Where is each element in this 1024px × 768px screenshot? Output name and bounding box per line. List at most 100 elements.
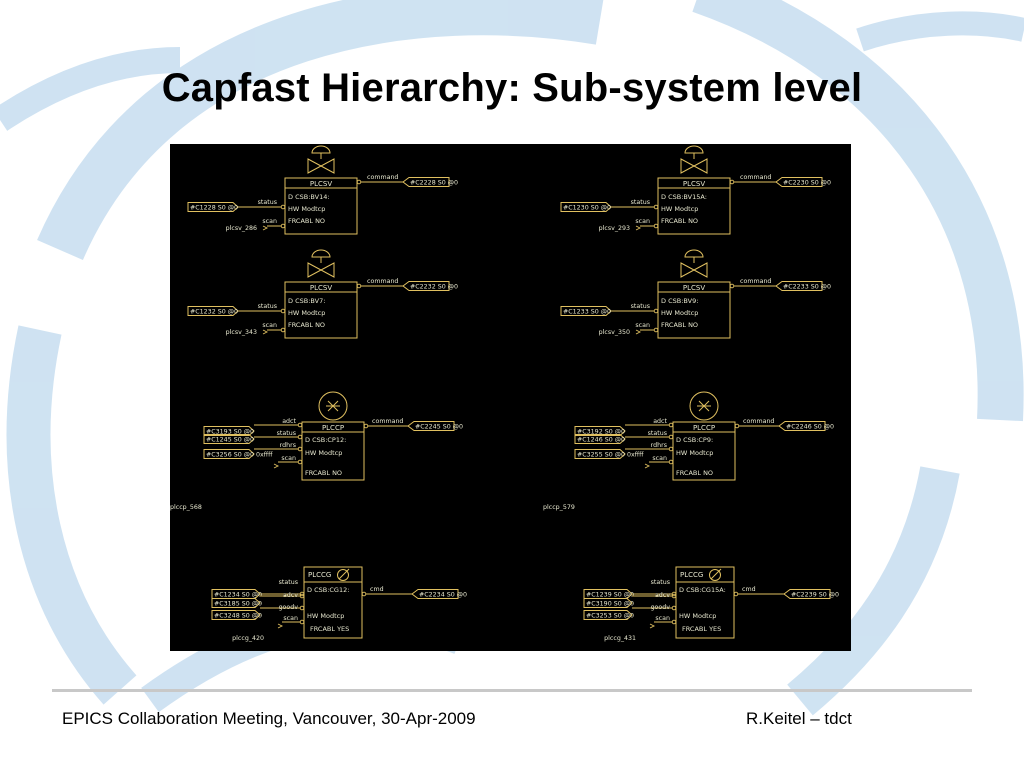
block-desc-label: D CSB:BV14:	[288, 193, 330, 201]
status-pin-label: status	[631, 303, 650, 310]
pin-circle	[671, 619, 677, 625]
command-pin-label: cmd	[742, 586, 756, 593]
input-pin-label: goodv	[279, 604, 299, 611]
input-pin-label: rdhrs	[280, 442, 296, 449]
scan-arrow	[262, 225, 269, 231]
input-pin-label: adct	[653, 418, 667, 425]
pin-circle	[668, 446, 674, 452]
command-pin-label: command	[740, 278, 771, 285]
block-hw-label: HW Modtcp	[676, 449, 713, 457]
block-frcabl-label: FRCABL NO	[288, 217, 325, 225]
scan-pin-label: scan	[283, 615, 298, 622]
input-link-label: #C1245 S0 @0	[206, 435, 254, 443]
valve-actuator-icon	[311, 249, 331, 258]
block-hw-label: HW Modtcp	[288, 309, 325, 317]
output-link-box	[402, 177, 450, 187]
input-pin-label: status	[277, 430, 296, 437]
pin-circle	[734, 423, 740, 429]
output-link-box	[775, 177, 823, 187]
block-type-label: PLCCP	[693, 424, 715, 432]
plccp-block	[301, 421, 365, 481]
instance-label: plcsv_350	[599, 329, 630, 336]
pin-circle	[280, 308, 286, 314]
block-hw-label: HW Modtcp	[661, 309, 698, 317]
pin-circle	[356, 283, 362, 289]
input-link-label: #C3253 S0 @0	[586, 611, 634, 619]
pin-circle	[299, 593, 305, 599]
scan-pin-label: scan	[655, 615, 670, 622]
footer-divider	[52, 689, 972, 692]
command-pin-label: command	[740, 174, 771, 181]
output-link-label: #C2234 S0 @0	[419, 590, 467, 598]
instance-label: plcsv_343	[226, 329, 257, 336]
pin-circle	[668, 434, 674, 440]
output-link-box	[783, 589, 831, 599]
input-pin-label: rdhrs	[651, 442, 667, 449]
scan-arrow	[635, 329, 642, 335]
pump-icon	[318, 391, 348, 421]
scan-arrow	[273, 463, 280, 469]
input-link-box	[187, 306, 239, 316]
block-desc-label: D CSB:CP9:	[676, 436, 713, 444]
block-type-label: PLCSV	[310, 284, 332, 292]
pin-circle	[299, 591, 305, 597]
scan-pin-label: scan	[281, 455, 296, 462]
pump-icon-stroke	[327, 400, 339, 412]
footer-meeting-text: EPICS Collaboration Meeting, Vancouver, …	[62, 709, 476, 728]
scan-pin-label: scan	[635, 218, 650, 225]
block-type-label: PLCCP	[322, 424, 344, 432]
input-link-box	[560, 202, 612, 212]
scan-pin-label: scan	[262, 322, 277, 329]
command-pin-label: cmd	[370, 586, 384, 593]
output-link-label: #C2246 S0 @0	[786, 422, 834, 430]
instance-label: plcsv_293	[599, 225, 630, 232]
valve-actuator-icon	[311, 145, 331, 154]
input-pin-label: goodv	[651, 604, 671, 611]
block-type-label: PLCSV	[683, 284, 705, 292]
output-link-box	[407, 421, 455, 431]
pin-circle	[729, 283, 735, 289]
pin-circle	[653, 204, 659, 210]
input-link-box	[583, 598, 633, 608]
input-link-label: #C3248 S0 @0	[214, 611, 262, 619]
block-frcabl-label: FRCABL NO	[288, 321, 325, 329]
instance-label: plccp_568	[170, 504, 202, 511]
input-link-box	[211, 589, 261, 599]
input-link-label: #C1232 S0 @0	[190, 307, 238, 315]
input-link-label: #C1234 S0 @0	[214, 590, 262, 598]
pin-circle	[280, 204, 286, 210]
output-link-label: #C2245 S0 @0	[415, 422, 463, 430]
valve-actuator-icon	[684, 145, 704, 154]
gauge-icon	[709, 569, 721, 581]
input-link-label: #C3193 S0 @0	[206, 427, 254, 435]
block-hw-label: HW Modtcp	[661, 205, 698, 213]
block-frcabl-label: FRCABL YES	[682, 625, 721, 633]
output-link-label: #C2232 S0 @0	[410, 282, 458, 290]
pin-circle	[729, 179, 735, 185]
block-desc-label: D CSB:CG15A:	[679, 586, 726, 594]
command-pin-label: command	[743, 418, 774, 425]
input-link-label: #C1246 S0 @0	[577, 435, 625, 443]
output-link-label: #C2239 S0 @0	[791, 590, 839, 598]
scan-arrow	[649, 623, 656, 629]
block-type-label: PLCSV	[310, 180, 332, 188]
pin-circle	[297, 422, 303, 428]
block-desc-label: D CSB:CG12:	[307, 586, 349, 594]
input-link-box	[583, 610, 633, 620]
output-link-box	[411, 589, 459, 599]
block-frcabl-label: FRCABL NO	[661, 321, 698, 329]
block-hw-label: HW Modtcp	[679, 612, 716, 620]
block-hw-label: HW Modtcp	[305, 449, 342, 457]
plccg-block	[303, 566, 363, 639]
block-type-label: PLCCG	[680, 571, 703, 579]
pin-circle	[653, 327, 659, 333]
pump-icon	[689, 391, 719, 421]
input-pin-label: status	[279, 579, 298, 586]
input-link-box	[211, 610, 261, 620]
input-link-box	[583, 589, 633, 599]
block-hw-label: HW Modtcp	[288, 205, 325, 213]
scan-arrow	[277, 623, 284, 629]
pump-icon-stroke	[698, 400, 710, 412]
block-desc-label: D CSB:BV7:	[288, 297, 325, 305]
input-link-box	[574, 434, 626, 444]
